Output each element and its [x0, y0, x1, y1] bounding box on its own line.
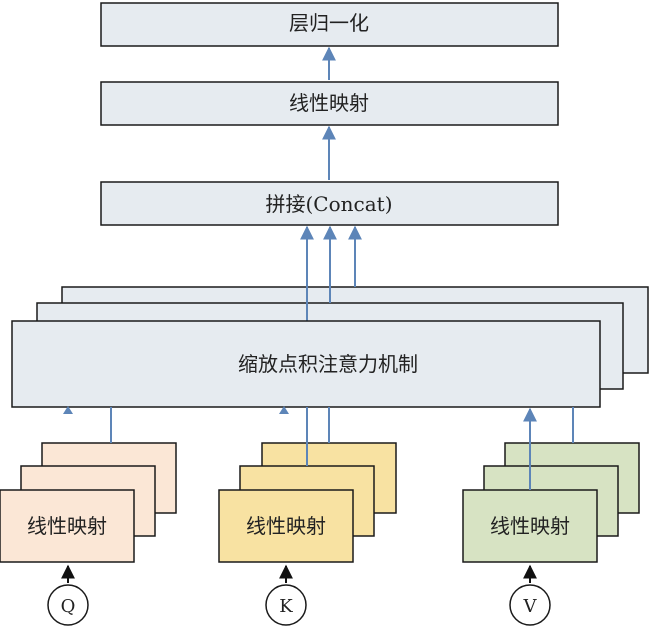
k-input-circle [265, 584, 307, 626]
output-linear-label: 线性映射 [289, 91, 369, 115]
q-arrow-head [63, 406, 73, 414]
attention-label: 缩放点积注意力机制 [238, 352, 418, 376]
v-input-circle [509, 584, 551, 626]
q-input-circle [47, 584, 89, 626]
v-input-label: V [523, 596, 538, 617]
k-linear-front [218, 489, 354, 563]
layer-norm-box: 层归一化 [100, 2, 559, 47]
k-arrow-head [279, 406, 289, 414]
q-branch: 线性映射 Q [0, 406, 177, 626]
k-branch: 线性映射 K [218, 406, 397, 626]
v-linear-front [462, 489, 598, 563]
q-input-label: Q [61, 596, 76, 617]
layer-norm-label: 层归一化 [289, 11, 369, 35]
attention-head-front: 缩放点积注意力机制 [11, 320, 601, 408]
v-branch: 线性映射 V [462, 407, 640, 626]
concat-box: 拼接(Concat) [100, 181, 559, 226]
concat-label: 拼接(Concat) [266, 192, 393, 216]
q-linear-label: 线性映射 [27, 514, 107, 538]
output-linear-box: 线性映射 [100, 81, 559, 126]
q-linear-front [0, 489, 135, 563]
k-input-label: K [279, 596, 293, 617]
k-linear-label: 线性映射 [246, 514, 326, 538]
v-linear-label: 线性映射 [490, 514, 570, 538]
